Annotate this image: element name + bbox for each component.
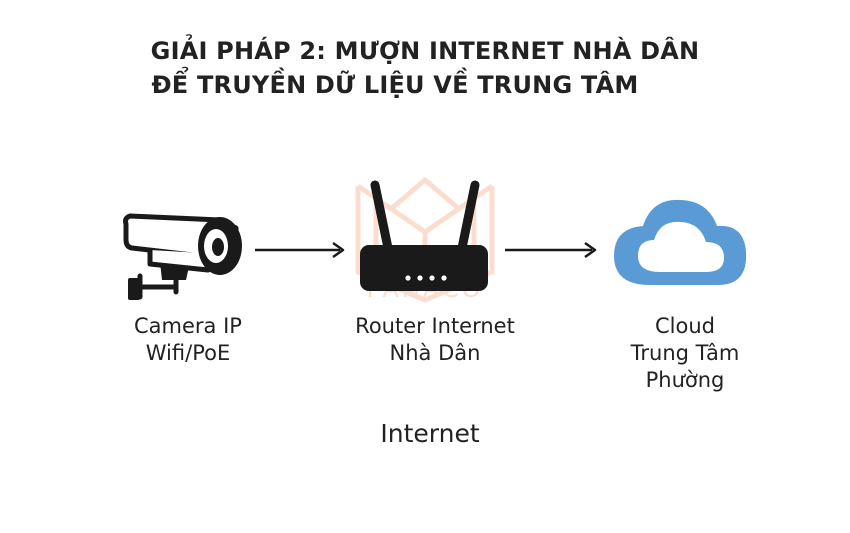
title-line-2: ĐỂ TRUYỀN DỮ LIỆU VỀ TRUNG TÂM bbox=[151, 71, 639, 99]
arrow-router-to-cloud bbox=[505, 241, 597, 259]
camera-label-line-1: Camera IP bbox=[134, 314, 242, 338]
camera-label: Camera IP Wifi/PoE bbox=[98, 313, 278, 367]
cloud-label-line-3: Phường bbox=[645, 368, 725, 392]
security-camera-icon bbox=[123, 213, 242, 300]
cloud-label: Cloud Trung Tâm Phường bbox=[590, 313, 780, 394]
internet-label: Internet bbox=[380, 419, 480, 448]
arrow-camera-to-router bbox=[255, 241, 345, 259]
router-label-line-1: Router Internet bbox=[355, 314, 515, 338]
camera-label-line-2: Wifi/PoE bbox=[145, 341, 231, 365]
diagram-title: GIẢI PHÁP 2: MƯỢN INTERNET NHÀ DÂN ĐỂ TR… bbox=[0, 34, 850, 102]
router-icon bbox=[360, 180, 488, 291]
cloud-icon bbox=[614, 199, 747, 285]
title-line-1: GIẢI PHÁP 2: MƯỢN INTERNET NHÀ DÂN bbox=[150, 37, 700, 65]
cloud-label-line-2: Trung Tâm bbox=[630, 341, 740, 365]
router-label-line-2: Nhà Dân bbox=[389, 341, 481, 365]
cloud-label-line-1: Cloud bbox=[655, 314, 715, 338]
router-label: Router Internet Nhà Dân bbox=[330, 313, 540, 367]
